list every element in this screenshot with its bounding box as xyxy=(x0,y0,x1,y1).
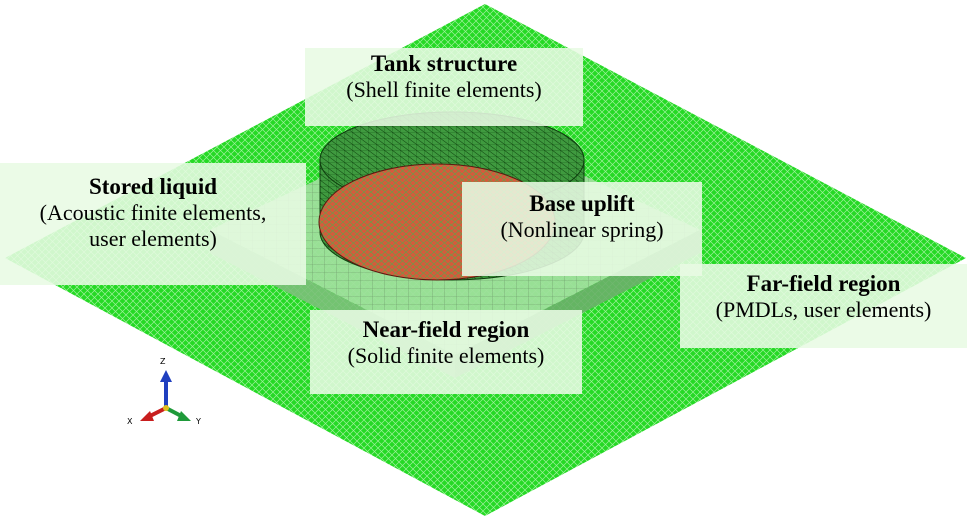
far-field-label: Far-field region (PMDLs, user elements) xyxy=(680,264,967,348)
base-uplift-title: Base uplift xyxy=(529,191,635,216)
stored-liquid-subtitle-line1: (Acoustic finite elements, xyxy=(39,200,267,226)
triad-x-label: X xyxy=(127,417,133,426)
z-axis-arrow-icon xyxy=(160,370,172,382)
base-uplift-subtitle: (Nonlinear spring) xyxy=(500,217,664,243)
coordinate-triad xyxy=(140,370,191,421)
far-field-title: Far-field region xyxy=(746,271,901,296)
stored-liquid-subtitle-line2: user elements) xyxy=(89,226,217,252)
triad-y-label: Y xyxy=(196,417,201,426)
near-field-title: Near-field region xyxy=(362,317,530,342)
stored-liquid-title: Stored liquid xyxy=(88,174,218,199)
base-uplift-label: Base uplift (Nonlinear spring) xyxy=(462,182,702,276)
near-field-subtitle: (Solid finite elements) xyxy=(347,343,545,369)
stored-liquid-label: Stored liquid (Acoustic finite elements,… xyxy=(0,163,306,285)
tank-structure-subtitle: (Shell finite elements) xyxy=(346,77,542,103)
tank-structure-title: Tank structure xyxy=(370,51,518,76)
tank-structure-label: Tank structure (Shell finite elements) xyxy=(305,48,583,126)
far-field-subtitle: (PMDLs, user elements) xyxy=(715,297,932,323)
x-axis-arrow-icon xyxy=(140,411,154,421)
triad-z-label: Z xyxy=(160,357,166,366)
y-axis-arrow-icon xyxy=(177,411,191,421)
near-field-label: Near-field region (Solid finite elements… xyxy=(310,310,582,394)
